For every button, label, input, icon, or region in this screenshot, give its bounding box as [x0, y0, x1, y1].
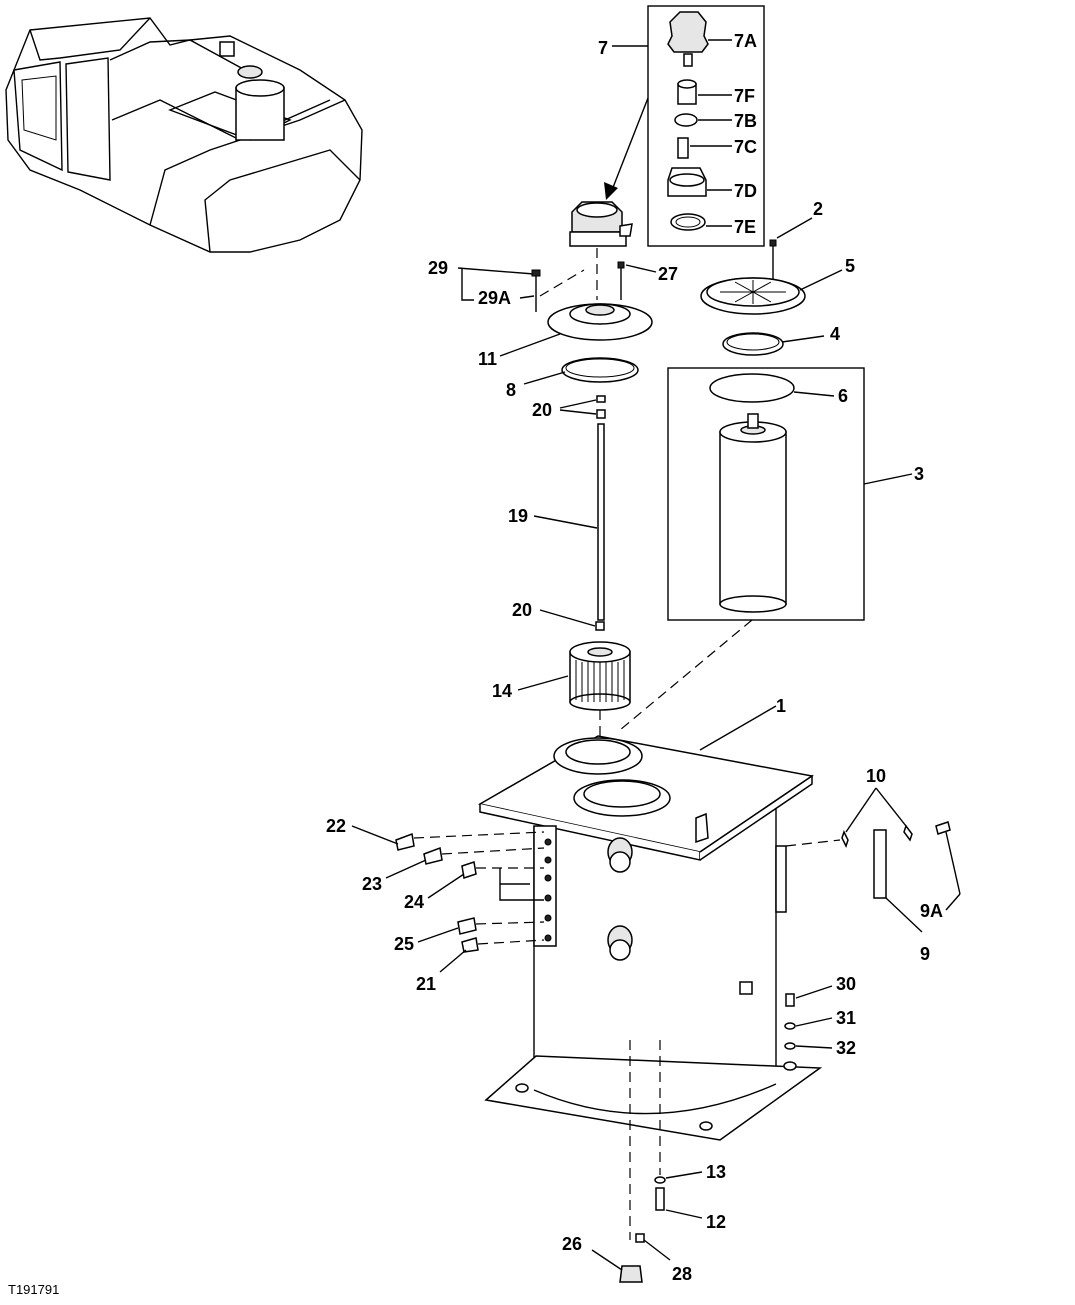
callout-1: 1	[776, 696, 786, 716]
callout-31: 31	[836, 1008, 856, 1028]
callout-7f: 7F	[734, 86, 755, 106]
parts-20-19-14	[517, 395, 631, 740]
callout-7a: 7A	[734, 31, 757, 51]
callout-10: 10	[866, 766, 886, 786]
machine-locator-illustration	[5, 17, 363, 253]
callout-22: 22	[326, 816, 346, 836]
callout-8: 8	[506, 380, 516, 400]
callout-24: 24	[404, 892, 424, 912]
callout-20-bottom: 20	[512, 600, 532, 620]
callout-26: 26	[562, 1234, 582, 1254]
parts-13-12-26-28	[591, 1171, 703, 1283]
callout-23: 23	[362, 874, 382, 894]
callout-12: 12	[706, 1212, 726, 1232]
callout-7: 7	[598, 38, 608, 58]
figure-id: T191791	[8, 1282, 59, 1297]
callout-28: 28	[672, 1264, 692, 1284]
part-1-hydraulic-tank	[477, 705, 823, 1240]
callout-29a: 29A	[478, 288, 511, 308]
callout-6: 6	[838, 386, 848, 406]
part-7-cap-assembly	[569, 201, 633, 300]
callout-27: 27	[658, 264, 678, 284]
callout-14: 14	[492, 681, 512, 701]
callout-7d: 7D	[734, 181, 757, 201]
callout-labels: 7 7A 7F 7B 7C 7D 7E 2 5 4 6 3 29 29A 27 …	[326, 31, 943, 1284]
callout-3: 3	[914, 464, 924, 484]
fittings-22-23-24-25-21	[351, 825, 545, 973]
callout-32: 32	[836, 1038, 856, 1058]
callout-20-top: 20	[532, 400, 552, 420]
callout-29: 29	[428, 258, 448, 278]
callout-7b: 7B	[734, 111, 757, 131]
callout-21: 21	[416, 974, 436, 994]
callout-19: 19	[508, 506, 528, 526]
callout-5: 5	[845, 256, 855, 276]
callout-9: 9	[920, 944, 930, 964]
parts-30-31-32	[784, 985, 833, 1050]
part-3-filter-box	[619, 367, 913, 731]
callout-11: 11	[478, 349, 497, 369]
callout-9a: 9A	[920, 901, 943, 921]
callout-2: 2	[813, 199, 823, 219]
parts-10-9-9a	[785, 787, 961, 933]
callout-4: 4	[830, 324, 840, 344]
parts-29-27-11-8	[457, 261, 657, 385]
callout-25: 25	[394, 934, 414, 954]
parts-2-5-4	[700, 217, 843, 356]
callout-7e: 7E	[734, 217, 756, 237]
callout-7c: 7C	[734, 137, 757, 157]
callout-30: 30	[836, 974, 856, 994]
part-7-breakout-box	[604, 5, 765, 247]
callout-13: 13	[706, 1162, 726, 1182]
